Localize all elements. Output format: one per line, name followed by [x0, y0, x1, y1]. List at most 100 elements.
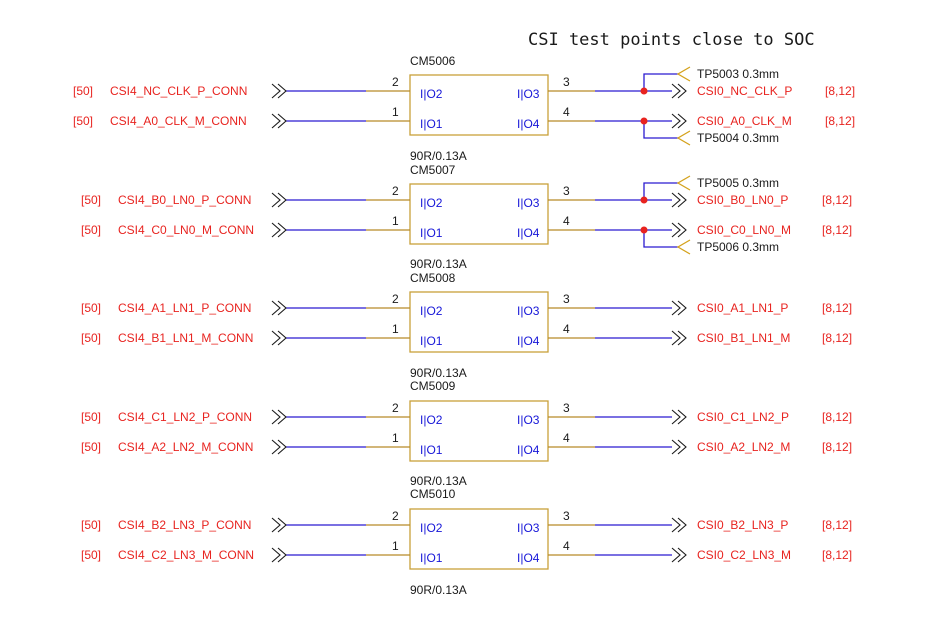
offpage-connector-icon	[271, 439, 287, 455]
offpage-connector-icon	[671, 439, 687, 455]
pin-label-io4: I|O4	[517, 443, 540, 457]
net-label: CSI4_C2_LN3_M_CONN	[118, 548, 254, 562]
offpage-connector-icon	[671, 300, 687, 316]
pin-number: 2	[392, 184, 399, 198]
sheet-ref: [8,12]	[822, 331, 852, 345]
testpoint-wire	[643, 230, 678, 248]
offpage-connector-icon	[671, 222, 687, 238]
net-label: CSI4_C0_LN0_M_CONN	[118, 223, 254, 237]
offpage-connector-icon	[271, 222, 287, 238]
net-label: CSI4_B2_LN3_P_CONN	[118, 518, 251, 532]
net-label: CSI4_A0_CLK_M_CONN	[110, 114, 247, 128]
testpoint-wire	[643, 182, 678, 200]
pin-number: 3	[563, 292, 570, 306]
testpoint-icon	[676, 130, 691, 146]
net-label: CSI4_C1_LN2_P_CONN	[118, 410, 252, 424]
testpoint-label: TP5006 0.3mm	[697, 240, 779, 254]
component-body	[409, 74, 549, 136]
pin-label-io1: I|O1	[420, 443, 443, 457]
sheet-ref: [50]	[73, 84, 93, 98]
pin-label-io4: I|O4	[517, 551, 540, 565]
pin-number: 4	[563, 431, 570, 445]
component-value: 90R/0.13A	[410, 257, 467, 271]
pin-number: 3	[563, 184, 570, 198]
net-label: CSI0_B2_LN3_P	[697, 518, 788, 532]
offpage-connector-icon	[671, 192, 687, 208]
pin-number: 2	[392, 401, 399, 415]
pin-label-io3: I|O3	[517, 196, 540, 210]
pin-label-io4: I|O4	[517, 334, 540, 348]
testpoint-label: TP5005 0.3mm	[697, 176, 779, 190]
junction-dot	[640, 87, 648, 95]
component-ref: CM5006	[410, 54, 456, 68]
testpoint-wire	[643, 73, 678, 91]
sheet-ref: [50]	[81, 440, 101, 454]
component-ref: CM5009	[410, 379, 456, 393]
sheet-ref: [8,12]	[822, 548, 852, 562]
pin-number: 1	[392, 431, 399, 445]
pin-label-io2: I|O2	[420, 413, 443, 427]
pin-label-io1: I|O1	[420, 117, 443, 131]
offpage-connector-icon	[271, 330, 287, 346]
offpage-connector-icon	[671, 83, 687, 99]
junction-dot	[640, 196, 648, 204]
sheet-ref: [8,12]	[822, 518, 852, 532]
component-body	[409, 183, 549, 245]
pin-label-io2: I|O2	[420, 521, 443, 535]
net-label: CSI4_A2_LN2_M_CONN	[118, 440, 253, 454]
pin-number: 3	[563, 75, 570, 89]
offpage-connector-icon	[271, 83, 287, 99]
component-value: 90R/0.13A	[410, 149, 467, 163]
sheet-ref: [8,12]	[822, 193, 852, 207]
pin-label-io1: I|O1	[420, 334, 443, 348]
offpage-connector-icon	[271, 547, 287, 563]
net-label: CSI4_NC_CLK_P_CONN	[110, 84, 247, 98]
sheet-ref: [50]	[73, 114, 93, 128]
sheet-ref: [50]	[81, 193, 101, 207]
net-label: CSI0_A2_LN2_M	[697, 440, 790, 454]
testpoint-wire	[643, 121, 678, 139]
pin-label-io3: I|O3	[517, 521, 540, 535]
component-value: 90R/0.13A	[410, 366, 467, 380]
pin-number: 4	[563, 539, 570, 553]
sheet-ref: [8,12]	[822, 223, 852, 237]
pin-label-io2: I|O2	[420, 196, 443, 210]
sheet-ref: [8,12]	[822, 410, 852, 424]
pin-label-io1: I|O1	[420, 226, 443, 240]
offpage-connector-icon	[271, 300, 287, 316]
offpage-connector-icon	[671, 517, 687, 533]
pin-number: 1	[392, 539, 399, 553]
sheet-ref: [50]	[81, 410, 101, 424]
offpage-connector-icon	[271, 113, 287, 129]
offpage-connector-icon	[671, 330, 687, 346]
sheet-ref: [8,12]	[825, 114, 855, 128]
pin-label-io4: I|O4	[517, 226, 540, 240]
net-label: CSI4_A1_LN1_P_CONN	[118, 301, 251, 315]
net-label: CSI0_C0_LN0_M	[697, 223, 791, 237]
pin-number: 3	[563, 401, 570, 415]
offpage-connector-icon	[271, 192, 287, 208]
pin-number: 1	[392, 214, 399, 228]
component-value: 90R/0.13A	[410, 474, 467, 488]
net-label: CSI4_B1_LN1_M_CONN	[118, 331, 253, 345]
net-label: CSI0_A1_LN1_P	[697, 301, 788, 315]
offpage-connector-icon	[271, 409, 287, 425]
pin-number: 4	[563, 105, 570, 119]
component-cm5010: CM5010 I|O2 I|O1 I|O3 I|O4 2 1 3 4 90R/0…	[81, 487, 852, 597]
sheet-ref: [8,12]	[822, 301, 852, 315]
sheet-ref: [8,12]	[822, 440, 852, 454]
offpage-connector-icon	[671, 409, 687, 425]
offpage-connector-icon	[271, 517, 287, 533]
component-ref: CM5010	[410, 487, 456, 501]
pin-label-io1: I|O1	[420, 551, 443, 565]
pin-number: 3	[563, 509, 570, 523]
net-label: CSI0_C2_LN3_M	[697, 548, 791, 562]
net-label: CSI4_B0_LN0_P_CONN	[118, 193, 251, 207]
component-cm5007: CM5007 I|O2 I|O1 I|O3 I|O4 2 1 3 4 90R/0…	[81, 163, 852, 271]
testpoint-label: TP5003 0.3mm	[697, 67, 779, 81]
testpoint-icon	[676, 175, 691, 191]
pin-number: 2	[392, 75, 399, 89]
sheet-ref: [50]	[81, 518, 101, 532]
pin-label-io2: I|O2	[420, 304, 443, 318]
